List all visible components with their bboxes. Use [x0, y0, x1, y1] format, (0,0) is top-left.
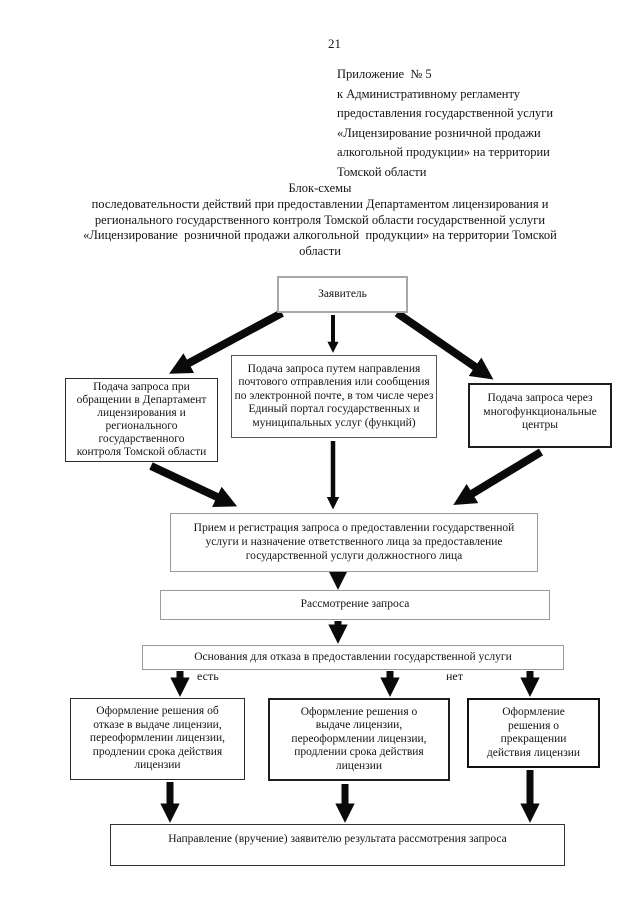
page-number: 21 — [328, 36, 341, 51]
appendix-line: алкогольной продукции» на территории — [337, 145, 550, 159]
node-grounds: Основания для отказа в предоставлении го… — [142, 645, 564, 670]
node-submit-in-person: Подача запроса при обращении в Департаме… — [65, 378, 218, 462]
title-line: области — [299, 244, 341, 259]
node-termination: Оформление решения о прекращении действи… — [467, 698, 600, 768]
appendix-line: к Административному регламенту — [337, 86, 521, 101]
arrow-mfc-to-reception — [453, 448, 544, 506]
branch-label-no: нет — [446, 669, 463, 683]
node-applicant: Заявитель — [277, 276, 408, 313]
node-submit-mfc: Подача запроса через многофункциональные… — [468, 383, 612, 448]
node-result: Направление (вручение) заявителю результ… — [110, 824, 565, 866]
appendix-block: Приложение № 5 к Административному регла… — [337, 65, 553, 182]
appendix-line: Томской области — [337, 164, 427, 179]
arrow-inperson-to-reception — [149, 462, 238, 507]
appendix-line: «Лицензирование розничной продажи — [337, 125, 541, 140]
title-line: последовательности действий при предоста… — [91, 196, 549, 211]
node-reception: Прием и регистрация запроса о предоставл… — [170, 513, 538, 572]
title-line: регионального государственного контроля … — [94, 212, 546, 227]
node-refusal: Оформление решения об отказе в выдаче ли… — [70, 698, 245, 780]
branch-label-yes: есть — [197, 669, 219, 683]
node-submit-mail: Подача запроса путем направления почтово… — [231, 355, 437, 438]
title-heading: Блок-схемы — [288, 181, 352, 195]
appendix-line: предоставления государственной услуги — [337, 106, 554, 120]
document-title: Блок-схемы последовательности действий п… — [0, 181, 640, 260]
title-line: «Лицензирование розничной продажи алкого… — [83, 228, 557, 243]
node-review: Рассмотрение запроса — [160, 590, 550, 620]
appendix-line: Приложение № 5 — [337, 67, 432, 81]
node-issue: Оформление решения о выдаче лицензии, пе… — [268, 698, 450, 781]
